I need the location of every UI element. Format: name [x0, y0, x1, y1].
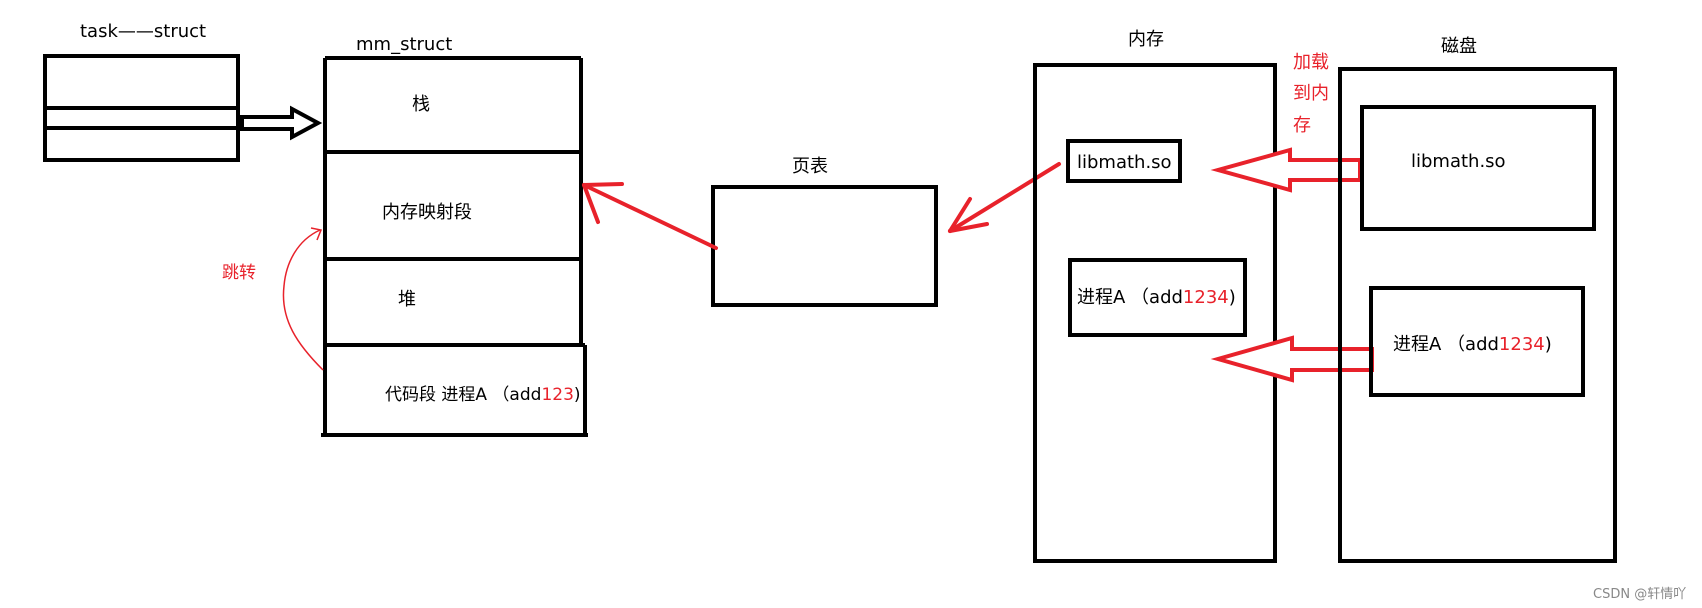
jump-curve-head — [310, 227, 323, 241]
page-table-box — [711, 185, 938, 307]
load-label-line-3: 存 — [1293, 115, 1311, 136]
task-struct-box — [43, 54, 240, 162]
disk-process-box — [1369, 286, 1585, 397]
memory-lib-to-pagetable-arrow — [948, 162, 1061, 233]
memory-lib-label: libmath.so — [1077, 152, 1172, 173]
task-struct-title: task——struct — [80, 21, 206, 42]
pointer-arrow — [240, 105, 323, 141]
disk-title: 磁盘 — [1441, 36, 1477, 57]
disk-lib-label: libmath.so — [1411, 151, 1506, 172]
memory-box — [1033, 63, 1277, 563]
stack-segment-label: 栈 — [412, 94, 430, 115]
heap-segment-label: 堆 — [398, 289, 416, 310]
mm-struct-box — [321, 56, 588, 437]
disk-lib-load-arrow — [1210, 147, 1362, 193]
pagetable-to-mmap-arrow — [582, 182, 718, 250]
disk-process-label: 进程A （add1234) — [1393, 334, 1552, 355]
code-segment-label: 代码段 进程A （add123) — [385, 385, 581, 405]
jump-curve — [282, 229, 324, 371]
memory-process-box — [1068, 258, 1247, 337]
page-table-title: 页表 — [792, 156, 828, 177]
disk-process-load-arrow — [1210, 335, 1374, 383]
watermark: CSDN @轩情吖 — [1593, 587, 1686, 602]
load-label-line-1: 加载 — [1293, 52, 1329, 73]
mm-struct-title: mm_struct — [356, 34, 452, 55]
disk-lib-box — [1360, 105, 1596, 231]
mmap-segment-label: 内存映射段 — [382, 202, 472, 223]
jump-label: 跳转 — [222, 263, 256, 283]
memory-lib-box — [1066, 139, 1182, 183]
disk-box — [1338, 67, 1617, 563]
load-label-line-2: 到内 — [1293, 83, 1329, 104]
memory-title: 内存 — [1128, 29, 1164, 50]
memory-process-label: 进程A （add1234) — [1077, 287, 1236, 308]
